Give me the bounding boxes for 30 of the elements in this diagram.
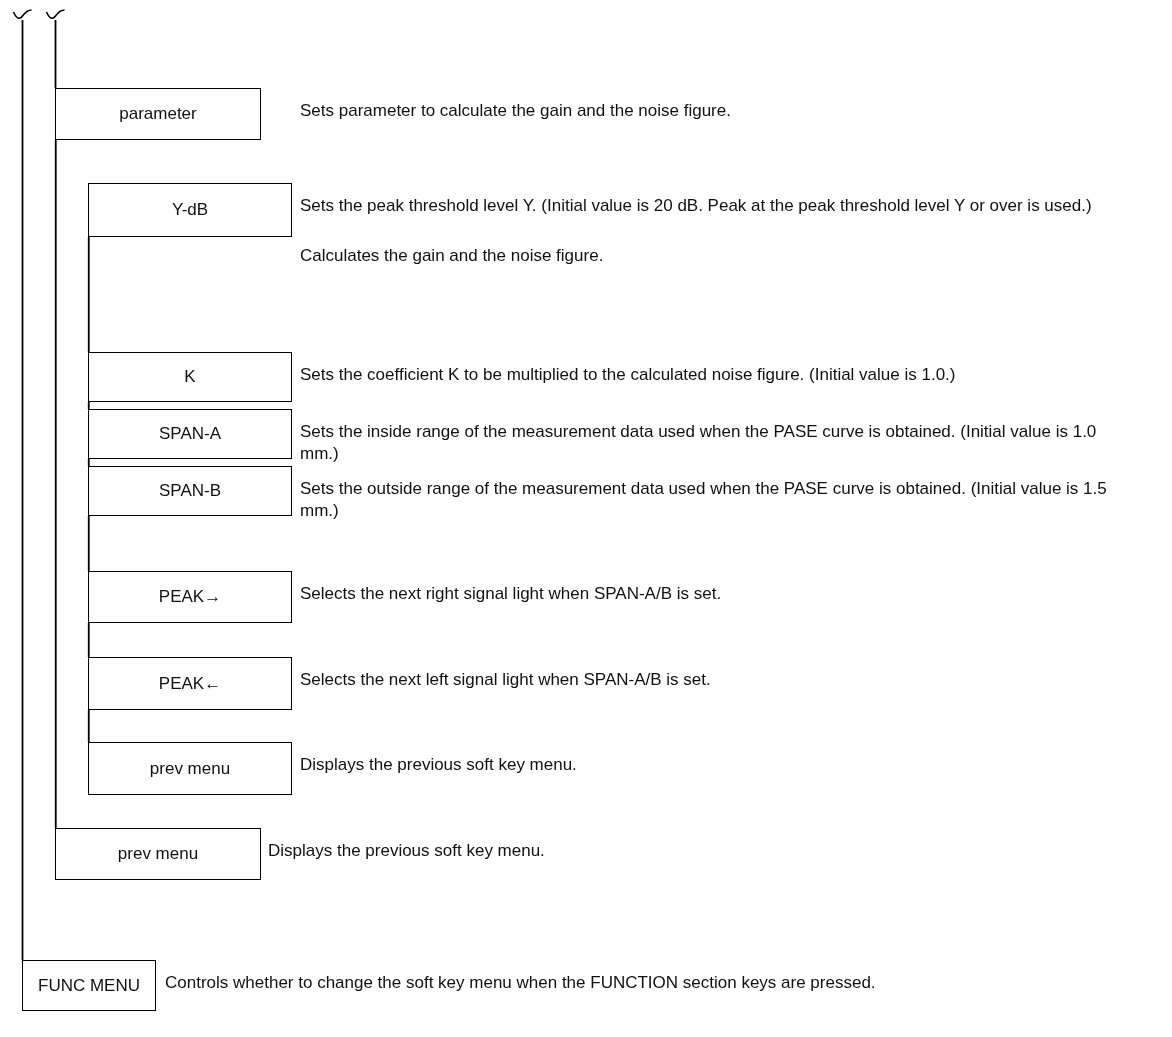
description-text: Sets the outside range of the measurement data used when the PASE curve is obtained. (Initial value is 1.5 mm.) xyxy=(300,478,1108,522)
soft-key-box: Y-dB xyxy=(88,183,292,237)
connector-line xyxy=(87,236,90,353)
soft-key-box: PEAK→ xyxy=(88,571,292,623)
connector-line xyxy=(87,709,90,743)
connector-line xyxy=(54,139,57,829)
description-text: Calculates the gain and the noise figure. xyxy=(300,245,605,267)
description-text: Selects the next left signal light when SPAN-A/B is set. xyxy=(300,669,712,691)
connector-line xyxy=(21,19,24,961)
connector-line xyxy=(87,515,90,572)
description-text: Selects the next right signal light when SPAN-A/B is set. xyxy=(300,583,723,605)
soft-key-box: FUNC MENU xyxy=(22,960,156,1011)
description-text: Sets the peak threshold level Y. (Initial value is 20 dB. Peak at the peak threshold level Y or over is used.) xyxy=(300,195,1093,217)
description-text: Displays the previous soft key menu. xyxy=(268,840,546,862)
soft-key-box: SPAN-A xyxy=(88,409,292,459)
soft-key-box: prev menu xyxy=(55,828,261,880)
description-text: Controls whether to change the soft key menu when the FUNCTION section keys are pressed. xyxy=(165,972,877,994)
connector-line xyxy=(87,401,90,410)
soft-key-box: prev menu xyxy=(88,742,292,795)
connector-line xyxy=(87,458,90,467)
connector-line xyxy=(87,622,90,658)
soft-key-box: parameter xyxy=(55,88,261,140)
connector-line xyxy=(54,19,57,89)
soft-key-box: K xyxy=(88,352,292,402)
description-text: Sets the inside range of the measurement data used when the PASE curve is obtained. (Initial value is 1.0 mm.) xyxy=(300,421,1098,465)
description-text: Sets parameter to calculate the gain and the noise figure. xyxy=(300,100,732,122)
description-text: Displays the previous soft key menu. xyxy=(300,754,578,776)
soft-key-box: SPAN-B xyxy=(88,466,292,516)
soft-key-box: PEAK← xyxy=(88,657,292,710)
description-text: Sets the coefficient K to be multiplied to the calculated noise figure. (Initial value is 1.0.) xyxy=(300,364,957,386)
